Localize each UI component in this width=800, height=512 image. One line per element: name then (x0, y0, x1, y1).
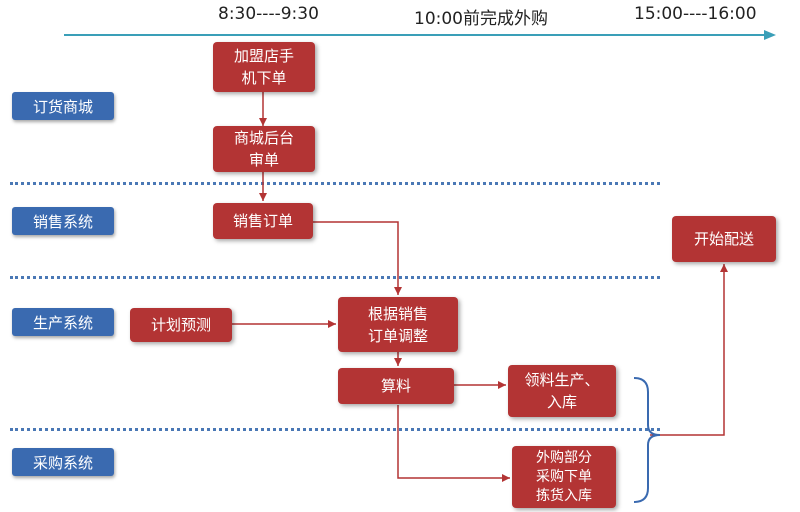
node-adjust-order: 根据销售 订单调整 (338, 297, 458, 352)
node-mall-review: 商城后台 审单 (213, 126, 315, 172)
node-plan-forecast: 计划预测 (130, 308, 232, 342)
node-outsource-purchase: 外购部分 采购下单 拣货入库 (512, 446, 616, 508)
time-mark-afternoon: 15:00----16:00 (634, 4, 757, 24)
lane-separator (10, 428, 660, 431)
time-mark-purchase-deadline: 10:00前完成外购 (414, 9, 548, 29)
arrow-sales-to-adjust (313, 221, 402, 295)
lane-separator (10, 276, 660, 279)
merge-brace (633, 377, 661, 503)
time-mark-morning: 8:30----9:30 (218, 4, 319, 24)
lane-purchasing-system: 采购系统 (12, 448, 114, 476)
arrow-calc-to-purchase (397, 405, 510, 482)
node-sales-order: 销售订单 (213, 203, 313, 239)
lane-production-system: 生产系统 (12, 308, 114, 336)
lane-sales-system: 销售系统 (12, 207, 114, 235)
node-calc-material: 算料 (338, 368, 454, 404)
node-franchise-order: 加盟店手 机下单 (213, 42, 315, 92)
arrow-to-delivery (650, 264, 728, 436)
node-pick-produce: 领料生产、 入库 (508, 365, 616, 417)
node-start-delivery: 开始配送 (672, 216, 776, 262)
timeline-arrow (64, 30, 776, 40)
lane-separator (10, 182, 660, 185)
lane-ordering-mall: 订货商城 (12, 92, 114, 120)
